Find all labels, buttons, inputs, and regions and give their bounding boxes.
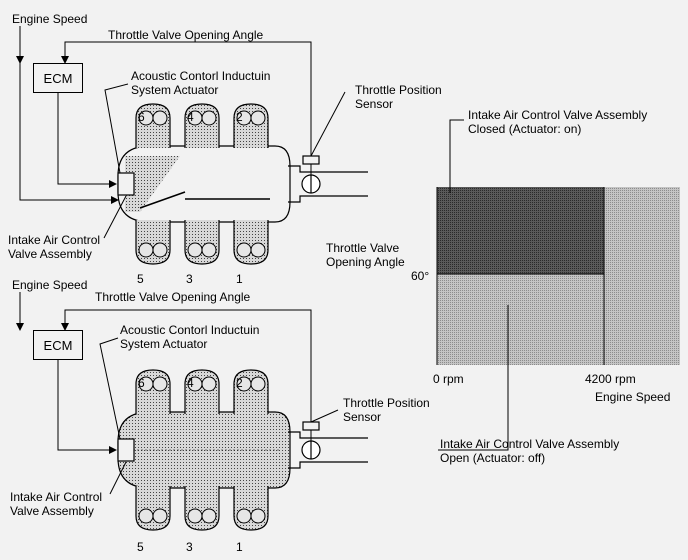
top-valve-label: Intake Air Control Valve Assembly [8,233,101,261]
bottom-cyl-3: 3 [186,540,193,554]
bottom-valve-label: Intake Air Control Valve Assembly [10,490,103,518]
graph-x-tick-0: 0 rpm [433,372,464,386]
bottom-port-top-b-0 [152,376,168,392]
top-ecm-box: ECM [33,63,83,93]
bottom-actuator-label: Acoustic Contorl Inductuin System Actuat… [120,323,260,351]
top-cyl-4: 4 [187,110,194,124]
top-cyl-2: 2 [236,110,243,124]
bottom-throttle-signal-arrow [61,309,312,422]
bottom-throttle-angle-label: Throttle Valve Opening Angle [95,290,251,304]
graph-x-axis-label: Engine Speed [595,390,671,404]
top-tps [302,155,320,165]
bottom-tps-label: Throttle Position Sensor [343,396,430,424]
top-manifold [117,103,368,265]
bottom-cyl-4: 4 [187,376,194,390]
bottom-manifold [117,369,368,531]
top-throttle-signal-arrow [61,41,312,156]
top-throttle-angle-label: Throttle Valve Opening Angle [108,28,264,42]
bottom-runner-bottom-0 [135,486,171,531]
bottom-actuator [117,438,135,462]
bottom-runner-bottom-2 [233,486,269,531]
bottom-port-bottom-b-1 [201,508,217,524]
top-runner-bottom-2 [233,220,269,265]
bottom-port-top-b-1 [201,376,217,392]
bottom-plenum [117,411,291,489]
top-throttle-body [288,165,368,203]
bottom-throttle-body [288,431,368,469]
graph-y-axis-label: Throttle Valve Opening Angle [326,241,405,269]
graph-open-leader [438,305,509,451]
top-tps-label: Throttle Position Sensor [355,83,442,111]
top-valve-flap [139,191,186,209]
bottom-port-bottom-b-2 [250,508,266,524]
top-port-bottom-a-2 [236,242,252,258]
top-actuator-leader [104,83,129,174]
top-tps-leader [310,91,346,157]
graph-closed-label: Intake Air Control Valve Assembly Closed… [468,108,648,136]
top-engine-speed-label: Engine Speed [12,12,88,26]
top-cyl-5: 5 [137,272,144,286]
graph-x-tick-4200: 4200 rpm [585,372,636,386]
top-port-bottom-b-1 [201,242,217,258]
bottom-valve-leader [109,461,127,495]
bottom-actuator-leader [99,337,121,440]
graph-open-label: Intake Air Control Valve Assembly Open (… [440,437,620,465]
top-port-top-b-0 [152,110,168,126]
top-valve-leader [103,195,127,239]
top-shaded-region [125,156,180,212]
top-port-bottom-a-1 [187,242,203,258]
top-cyl-1: 1 [236,272,243,286]
graph-y-tick-60: 60° [411,269,430,283]
top-actuator-label: Acoustic Contorl Inductuin System Actuat… [131,69,271,97]
bottom-engine-speed-label: Engine Speed [12,278,88,292]
top-runner-bottom-1 [184,220,220,265]
graph-closed-region [437,187,604,274]
bottom-port-bottom-a-0 [138,508,154,524]
top-ecm-to-actuator-arrow [57,93,117,188]
top-port-bottom-a-0 [138,242,154,258]
bottom-port-bottom-a-1 [187,508,203,524]
bottom-cyl-5: 5 [137,540,144,554]
top-cyl-6: 6 [138,110,145,124]
bottom-ecm-to-actuator-arrow [57,360,117,454]
bottom-port-top-b-2 [250,376,266,392]
bottom-port-bottom-b-0 [152,508,168,524]
top-runner-bottom-0 [135,220,171,265]
top-port-top-b-2 [250,110,266,126]
bottom-tps [302,421,320,431]
top-port-top-b-1 [201,110,217,126]
top-port-bottom-b-0 [152,242,168,258]
bottom-cyl-2: 2 [236,376,243,390]
top-actuator [117,172,135,196]
bottom-cyl-1: 1 [236,540,243,554]
bottom-cyl-6: 6 [138,376,145,390]
graph-closed-leader [449,119,464,193]
bottom-ecm-box: ECM [33,330,83,360]
top-cyl-3: 3 [186,272,193,286]
bottom-port-bottom-a-2 [236,508,252,524]
top-engine-speed-arrow [19,26,119,204]
bottom-tps-leader [310,409,339,423]
top-port-bottom-b-2 [250,242,266,258]
bottom-runner-bottom-1 [184,486,220,531]
